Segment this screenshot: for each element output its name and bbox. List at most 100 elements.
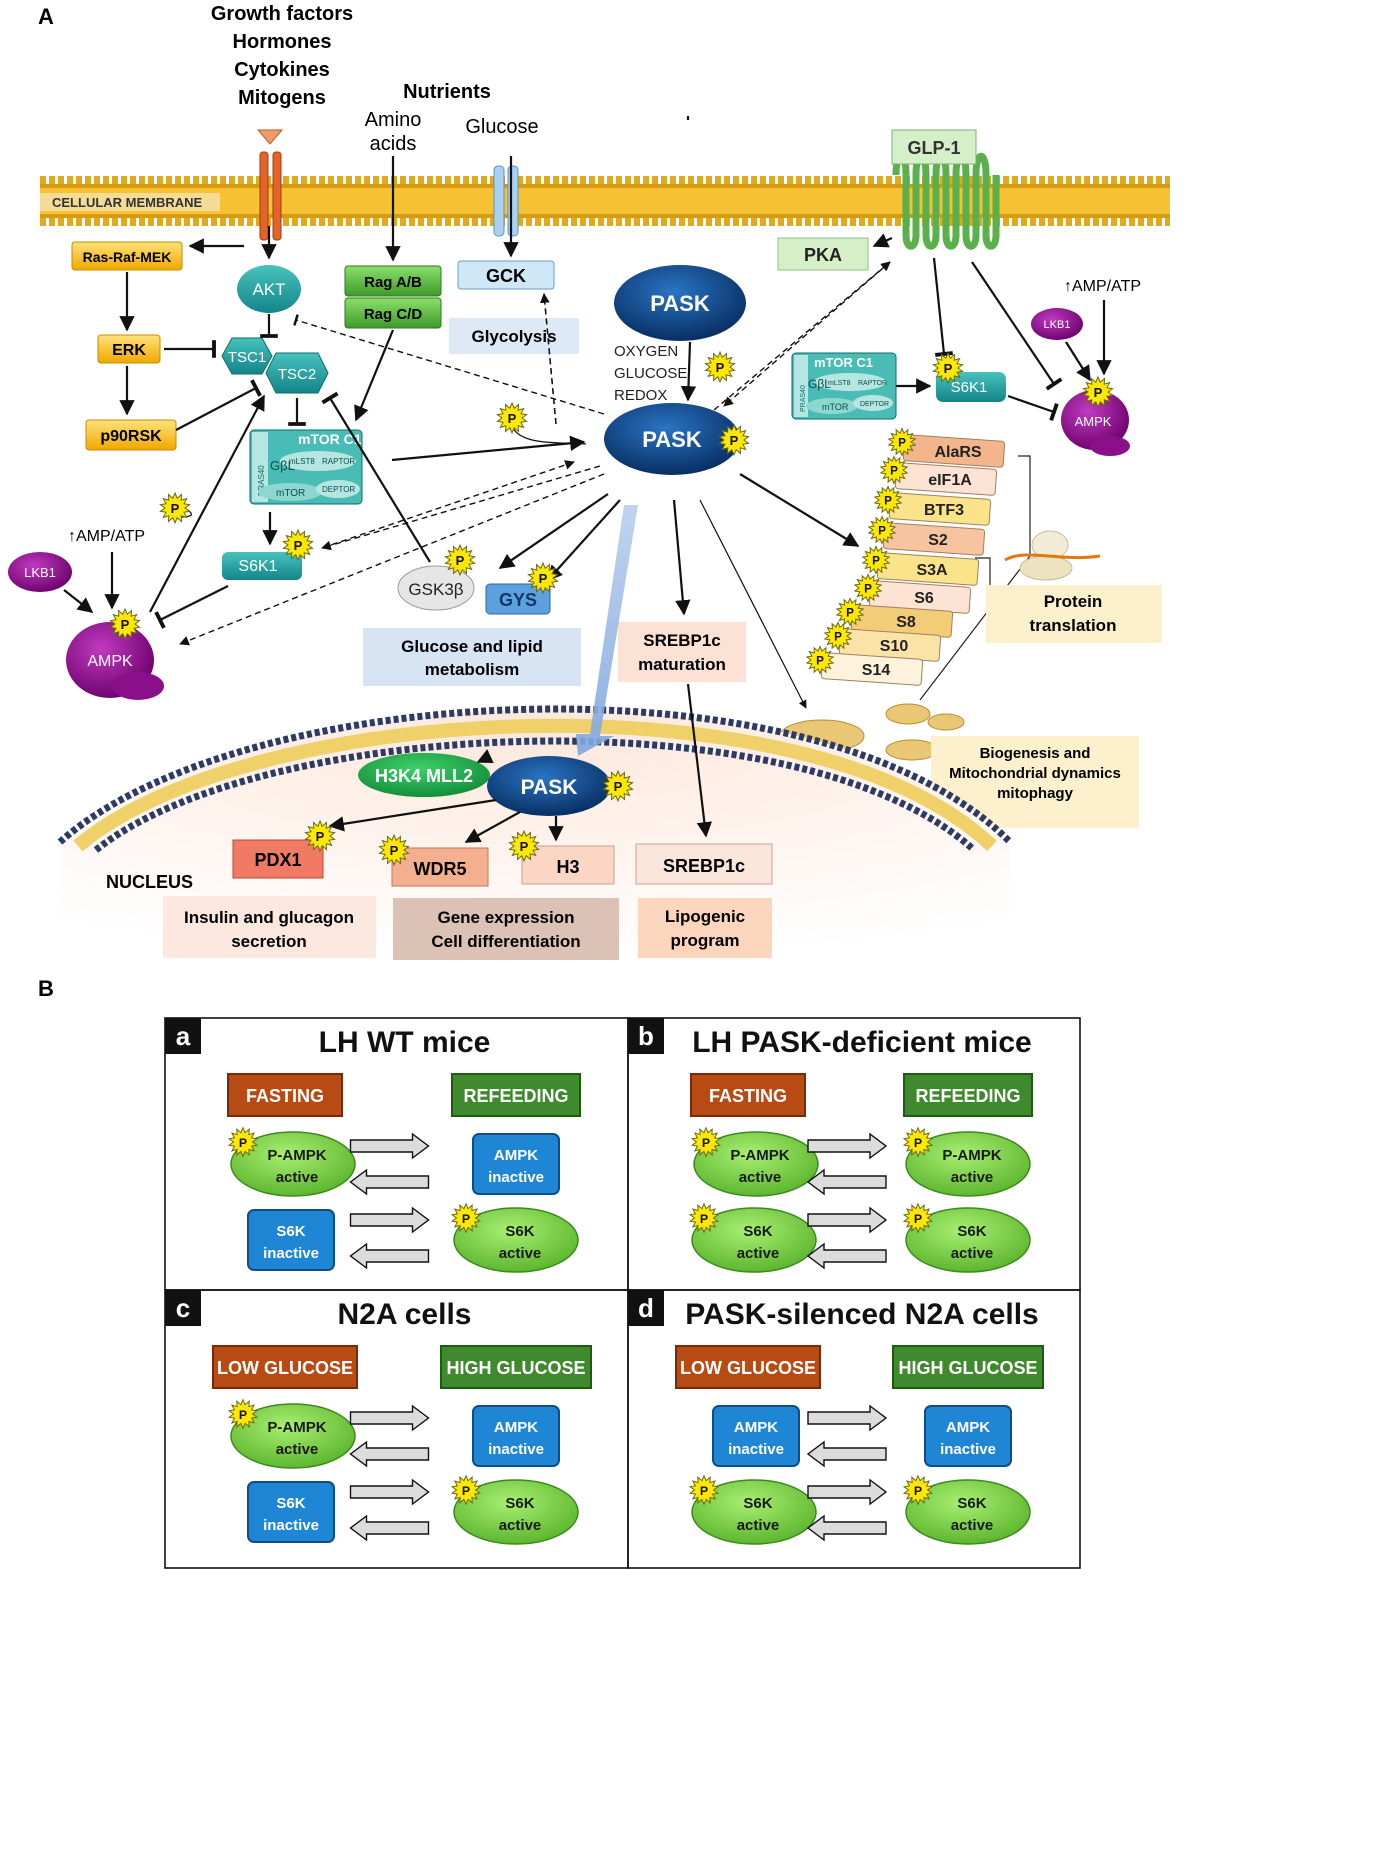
ribosomal-label: BTF3	[924, 502, 964, 519]
left-s6k-shape	[247, 1209, 335, 1271]
arrow-mtorc1-pask	[391, 435, 586, 462]
srebp1c: SREBP1c	[635, 843, 773, 885]
panel-letter-box	[628, 1018, 664, 1054]
left-s6k-line2: inactive	[263, 1245, 319, 1262]
erk-label: ERK	[112, 342, 146, 359]
p-badge-s6k1-right: P	[932, 351, 964, 385]
right-s6k-p-badge: P	[450, 1474, 482, 1506]
right-s6k-p-badge-label: P	[914, 1212, 922, 1226]
ras-raf-mek-label: Ras-Raf-MEK	[83, 249, 172, 265]
left-s6k-line1: S6K	[276, 1223, 305, 1240]
right-ampk-shape	[472, 1133, 560, 1195]
p-badge-s3a: P	[861, 545, 891, 575]
inhibit-gsk3b-tsc	[321, 391, 431, 563]
arrow-rag-mtorc1	[354, 329, 395, 422]
gsk3b: GSK3β	[397, 565, 475, 611]
rag-cd-label: Rag C/D	[364, 306, 423, 323]
h3k4-label: H3K4 MLL2	[375, 766, 473, 786]
s6k1-right-label: S6K1	[951, 379, 988, 396]
ribosomal-label: S8	[896, 614, 916, 631]
glycolysis-label: Glycolysis	[471, 327, 556, 346]
ribosome-icon	[1004, 530, 1101, 581]
deptor-label: DEPTOR	[322, 485, 355, 494]
p-badge-eif1a-label: P	[890, 465, 898, 478]
panel-title: LH WT mice	[319, 1026, 491, 1059]
dashed-arrows	[179, 261, 891, 646]
tsc1-label: TSC1	[228, 349, 266, 366]
right-ampk-line1: AMPK	[494, 1147, 538, 1164]
srebp-maturation-box	[618, 622, 746, 682]
transition-arrows-ampk	[806, 1404, 888, 1468]
ras-raf-mek: Ras-Raf-MEK	[71, 241, 183, 271]
protein-translation-line1: Protein	[1044, 592, 1103, 611]
right-ampk-line1: P-AMPK	[942, 1147, 1001, 1164]
p-badge-s10: P	[823, 621, 853, 651]
mito-line1: Biogenesis and	[980, 745, 1091, 762]
lipogenic-box	[638, 898, 772, 958]
p-badge-s2-label: P	[878, 525, 886, 538]
signal-hormones: Hormones	[233, 31, 332, 53]
inhibit-glp1-ampk	[971, 261, 1063, 391]
panel-title: PASK-silenced N2A cells	[685, 1298, 1038, 1331]
signal-cytokines: Cytokines	[234, 59, 330, 81]
panel-letter: b	[638, 1021, 654, 1051]
gys: GYS	[485, 583, 551, 615]
gene-box	[393, 898, 619, 960]
ampk-left-label: AMPK	[87, 653, 133, 670]
glp1-receptor: GLP-1	[891, 129, 1000, 250]
amp-atp-right: ↑AMP/ATP	[1064, 278, 1141, 295]
pdx1-label: PDX1	[254, 850, 301, 870]
right-ampk-line1: AMPK	[494, 1419, 538, 1436]
left-s6k-p-badge-label: P	[700, 1212, 708, 1226]
panel-letter: c	[176, 1293, 190, 1323]
left-ampk-p-badge-label: P	[702, 1136, 710, 1150]
sensor-glucose: GLUCOSE	[614, 365, 687, 382]
left-ampk-shape	[712, 1405, 800, 1467]
p-badge-wdr5-label: P	[390, 843, 399, 858]
sensor-redox: REDOX	[614, 387, 667, 404]
p90rsk: p90RSK	[85, 419, 177, 451]
left-s6k-line1: S6K	[743, 1495, 772, 1512]
inhibit-s6k1-ampk	[154, 585, 229, 629]
transition-arrows-ampk	[349, 1132, 430, 1196]
panel-letter-box	[628, 1290, 664, 1326]
p-badge-h3: P	[508, 829, 540, 863]
pask-sensors: OXYGEN GLUCOSE REDOX	[614, 343, 687, 404]
inhibit-pask-akt	[293, 314, 605, 415]
pdx1: PDX1	[232, 839, 324, 879]
left-ampk-line2: inactive	[728, 1441, 784, 1458]
left-ampk-shape	[230, 1403, 356, 1469]
left-state-box	[690, 1073, 806, 1117]
p-badge-s14: P	[805, 645, 835, 675]
deptor-right-label: DEPTOR	[860, 401, 889, 408]
dashed-s6k1-pask	[321, 460, 575, 549]
p-badge-gsk3b-label: P	[456, 553, 465, 568]
left-ampk-line1: P-AMPK	[267, 1419, 326, 1436]
arrow-srebp-nuclear	[686, 683, 713, 838]
p-badge-ampk-left-label: P	[121, 617, 130, 632]
left-ampk-p-badge: P	[227, 1126, 259, 1158]
left-s6k-p-badge: P	[688, 1202, 720, 1234]
h3-label: H3	[556, 857, 579, 877]
right-s6k-p-badge: P	[902, 1474, 934, 1506]
tsc-complex: TSC1 TSC2	[221, 337, 329, 394]
signal-growth-factors: Growth factors	[211, 3, 353, 25]
protein-translation-box	[986, 585, 1162, 643]
erk: ERK	[97, 334, 161, 364]
right-state-box	[440, 1345, 592, 1389]
pask-nuclear: PASK	[487, 756, 611, 816]
ribosomal-s8: S8P	[835, 597, 954, 638]
right-state-label: HIGH GLUCOSE	[898, 1358, 1037, 1378]
insulin-box	[163, 896, 376, 958]
p-badge-gys-label: P	[539, 571, 548, 586]
left-ampk-shape	[230, 1131, 356, 1197]
gene-line1: Gene expression	[437, 908, 574, 927]
right-s6k-p-badge-label: P	[914, 1484, 922, 1498]
glucose-lipid-box	[363, 628, 581, 686]
right-state-label: HIGH GLUCOSE	[446, 1358, 585, 1378]
glucose-lipid-line2: metabolism	[425, 660, 519, 679]
